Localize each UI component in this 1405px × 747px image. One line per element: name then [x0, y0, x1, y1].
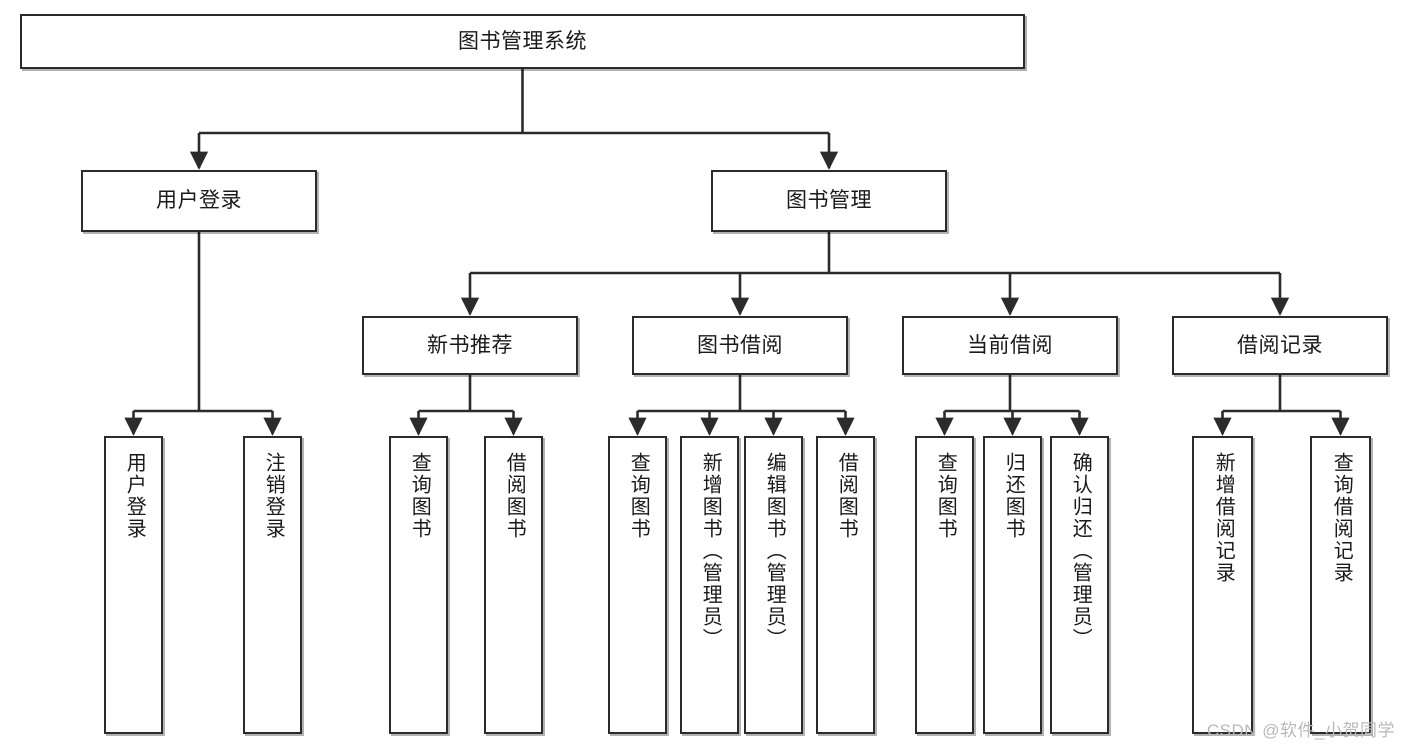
- node-leaf-query-book-rec[interactable]: 查询图书: [389, 436, 448, 734]
- node-leaf-return-book-label: 归还图书: [1002, 452, 1025, 540]
- watermark-text: CSDN @软件_小贺同学: [1206, 721, 1395, 740]
- node-new-book-recommend[interactable]: 新书推荐: [362, 316, 578, 375]
- node-leaf-confirm-return[interactable]: 确认归还（管理员）: [1050, 436, 1109, 734]
- node-leaf-add-record[interactable]: 新增借阅记录: [1192, 436, 1253, 734]
- node-book-manage-label: 图书管理: [786, 189, 872, 213]
- node-new-book-recommend-label: 新书推荐: [427, 333, 513, 357]
- node-leaf-user-login-label: 用户登录: [123, 452, 146, 540]
- node-leaf-query-book-cur-label: 查询图书: [934, 452, 957, 540]
- node-leaf-add-book[interactable]: 新增图书（管理员）: [680, 436, 739, 734]
- node-leaf-query-book-rec-label: 查询图书: [408, 452, 431, 540]
- node-leaf-return-book[interactable]: 归还图书: [983, 436, 1042, 734]
- node-user-login-label: 用户登录: [156, 189, 242, 213]
- node-borrow-record-label: 借阅记录: [1237, 333, 1323, 357]
- node-leaf-borrow-book-rec-label: 借阅图书: [503, 452, 526, 540]
- node-current-borrow-label: 当前借阅: [967, 333, 1053, 357]
- node-leaf-edit-book[interactable]: 编辑图书（管理员）: [744, 436, 803, 734]
- node-leaf-edit-book-label: 编辑图书（管理员）: [763, 452, 786, 650]
- node-book-manage[interactable]: 图书管理: [711, 170, 947, 232]
- node-root-label: 图书管理系统: [458, 29, 587, 53]
- node-leaf-query-book-cur[interactable]: 查询图书: [915, 436, 974, 734]
- node-leaf-query-record[interactable]: 查询借阅记录: [1310, 436, 1371, 734]
- node-leaf-user-logout-label: 注销登录: [262, 452, 285, 540]
- node-leaf-borrow-book-brw-label: 借阅图书: [835, 452, 858, 540]
- node-root[interactable]: 图书管理系统: [20, 14, 1025, 69]
- node-leaf-query-record-label: 查询借阅记录: [1330, 452, 1353, 584]
- node-book-borrow[interactable]: 图书借阅: [632, 316, 848, 375]
- node-leaf-query-book-brw[interactable]: 查询图书: [608, 436, 667, 734]
- node-leaf-query-book-brw-label: 查询图书: [627, 452, 650, 540]
- node-leaf-add-record-label: 新增借阅记录: [1212, 452, 1235, 584]
- node-borrow-record[interactable]: 借阅记录: [1172, 316, 1388, 375]
- node-leaf-confirm-return-label: 确认归还（管理员）: [1069, 452, 1092, 650]
- node-book-borrow-label: 图书借阅: [697, 333, 783, 357]
- node-leaf-borrow-book-brw[interactable]: 借阅图书: [816, 436, 875, 734]
- node-current-borrow[interactable]: 当前借阅: [902, 316, 1118, 375]
- node-leaf-add-book-label: 新增图书（管理员）: [699, 452, 722, 650]
- node-leaf-borrow-book-rec[interactable]: 借阅图书: [484, 436, 543, 734]
- node-user-login[interactable]: 用户登录: [81, 170, 317, 232]
- node-leaf-user-login[interactable]: 用户登录: [104, 436, 163, 734]
- node-leaf-user-logout[interactable]: 注销登录: [243, 436, 302, 734]
